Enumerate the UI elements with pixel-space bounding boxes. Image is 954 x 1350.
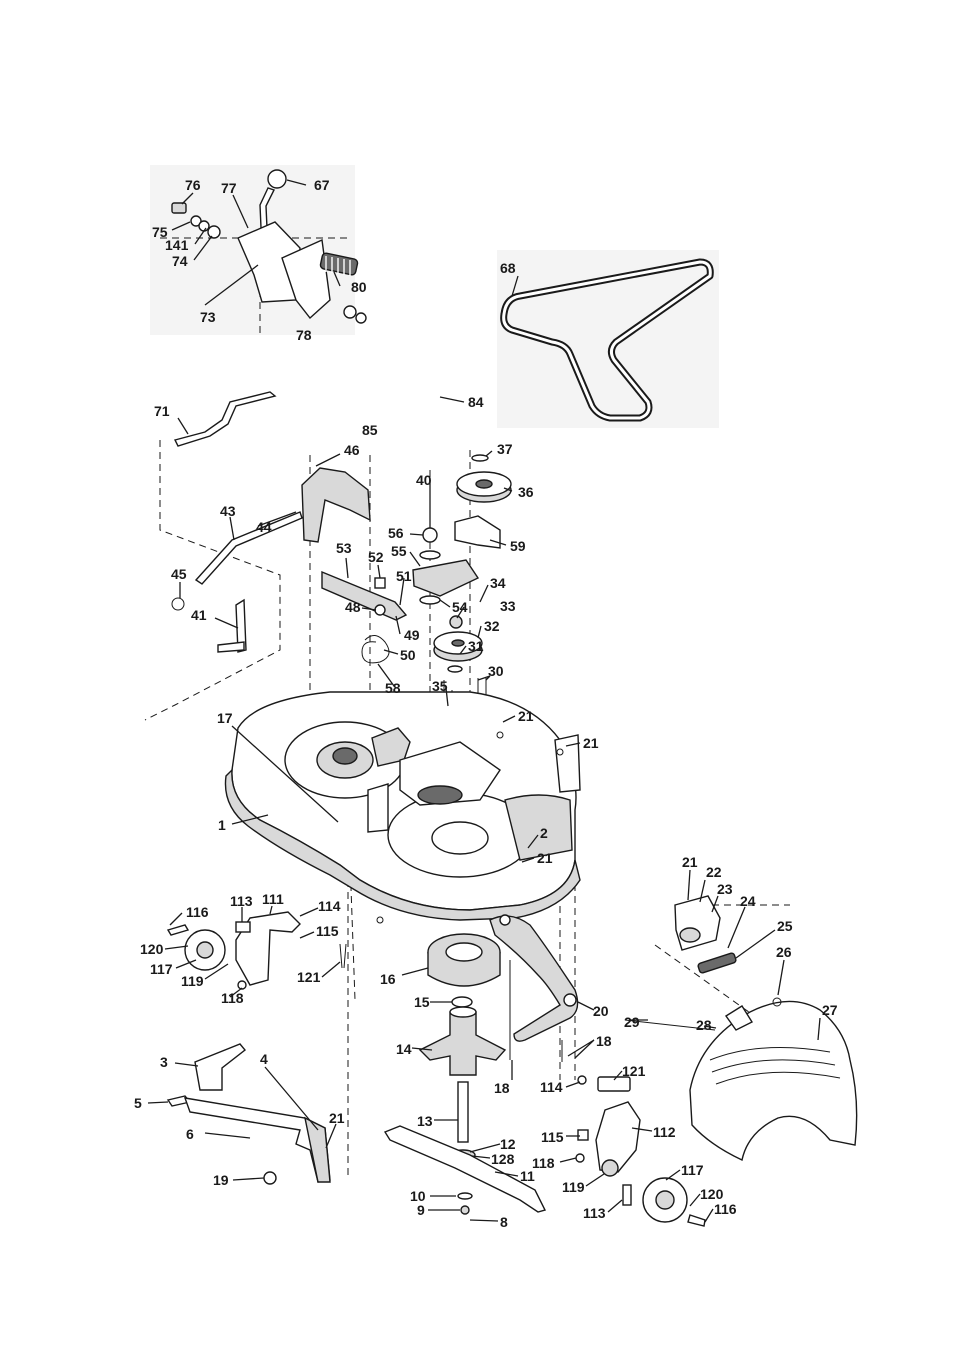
callout-113b: 113 bbox=[583, 1205, 606, 1221]
right-gauge-wheel bbox=[576, 1076, 705, 1226]
callout-6: 6 bbox=[186, 1126, 194, 1142]
callout-14: 14 bbox=[396, 1041, 412, 1057]
callout-117b: 117 bbox=[681, 1162, 704, 1178]
callout-23: 23 bbox=[717, 881, 733, 897]
callout-40: 40 bbox=[416, 472, 432, 488]
callout-128: 128 bbox=[491, 1151, 515, 1167]
callout-68: 68 bbox=[500, 260, 516, 276]
callout-26: 26 bbox=[776, 944, 792, 960]
callout-12: 12 bbox=[500, 1136, 516, 1152]
callout-45: 45 bbox=[171, 566, 187, 582]
callout-17: 17 bbox=[217, 710, 233, 726]
callout-54: 54 bbox=[452, 599, 468, 615]
callout-121a: 121 bbox=[297, 969, 321, 985]
callout-114a: 114 bbox=[318, 898, 341, 914]
callout-53: 53 bbox=[336, 540, 352, 556]
callout-121b: 121 bbox=[622, 1063, 646, 1079]
callout-16: 16 bbox=[380, 971, 396, 987]
callout-19: 19 bbox=[213, 1172, 229, 1188]
callout-49: 49 bbox=[404, 627, 420, 643]
callout-76: 76 bbox=[185, 177, 201, 193]
callout-46: 46 bbox=[344, 442, 360, 458]
callout-8: 8 bbox=[500, 1214, 508, 1230]
callout-28: 28 bbox=[696, 1017, 712, 1033]
callout-84: 84 bbox=[468, 394, 484, 410]
callout-1: 1 bbox=[218, 817, 226, 833]
callout-30: 30 bbox=[488, 663, 504, 679]
callout-21d: 21 bbox=[682, 854, 698, 870]
callout-13: 13 bbox=[417, 1113, 433, 1129]
callout-115b: 115 bbox=[541, 1129, 564, 1145]
callout-71: 71 bbox=[154, 403, 170, 419]
callout-21a: 21 bbox=[518, 708, 534, 724]
callout-112: 112 bbox=[653, 1124, 676, 1140]
callout-24: 24 bbox=[740, 893, 756, 909]
callout-116a: 116 bbox=[186, 904, 209, 920]
callout-2a: 2 bbox=[540, 825, 548, 841]
callout-120b: 120 bbox=[700, 1186, 724, 1202]
callout-18a: 18 bbox=[596, 1033, 612, 1049]
callout-114b: 114 bbox=[540, 1079, 563, 1095]
callout-115a: 115 bbox=[316, 923, 339, 939]
callout-77: 77 bbox=[221, 180, 237, 196]
callout-119b: 119 bbox=[562, 1179, 585, 1195]
callout-58: 58 bbox=[385, 680, 401, 696]
callout-21b: 21 bbox=[583, 735, 599, 751]
callout-3: 3 bbox=[160, 1054, 168, 1070]
callout-59: 59 bbox=[510, 538, 526, 554]
callout-15: 15 bbox=[414, 994, 430, 1010]
callout-22: 22 bbox=[706, 864, 722, 880]
callout-111: 111 bbox=[262, 891, 284, 907]
callout-113a: 113 bbox=[230, 893, 253, 909]
discharge-chute bbox=[625, 896, 857, 1160]
callout-51: 51 bbox=[396, 568, 412, 584]
callout-55: 55 bbox=[391, 543, 407, 559]
callout-37: 37 bbox=[497, 441, 513, 457]
callout-31: 31 bbox=[468, 638, 484, 654]
callout-25: 25 bbox=[777, 918, 793, 934]
callout-73: 73 bbox=[200, 309, 216, 325]
callout-85: 85 bbox=[362, 422, 378, 438]
callout-18b: 18 bbox=[494, 1080, 510, 1096]
callout-116b: 116 bbox=[714, 1201, 737, 1217]
callout-48: 48 bbox=[345, 599, 361, 615]
callout-117a: 117 bbox=[150, 961, 173, 977]
callout-41: 41 bbox=[191, 607, 207, 623]
callout-118b: 118 bbox=[532, 1155, 555, 1171]
callout-80: 80 bbox=[351, 279, 367, 295]
callout-35: 35 bbox=[432, 678, 448, 694]
callout-11: 11 bbox=[520, 1168, 535, 1184]
callout-5: 5 bbox=[134, 1095, 142, 1111]
callout-67: 67 bbox=[314, 177, 330, 193]
callout-43: 43 bbox=[220, 503, 236, 519]
callout-78: 78 bbox=[296, 327, 312, 343]
callout-120a: 120 bbox=[140, 941, 164, 957]
callout-33: 33 bbox=[500, 598, 516, 614]
callout-36: 36 bbox=[518, 484, 534, 500]
callout-9: 9 bbox=[417, 1202, 425, 1218]
callout-118a: 118 bbox=[221, 990, 244, 1006]
callout-52: 52 bbox=[368, 549, 384, 565]
callout-4: 4 bbox=[260, 1051, 268, 1067]
callout-27: 27 bbox=[822, 1002, 838, 1018]
callout-50: 50 bbox=[400, 647, 416, 663]
callout-21c: 21 bbox=[537, 850, 553, 866]
callout-74: 74 bbox=[172, 253, 188, 269]
callout-141: 141 bbox=[165, 237, 189, 253]
callout-20: 20 bbox=[593, 1003, 609, 1019]
mower-belt bbox=[497, 250, 719, 428]
callout-44: 44 bbox=[256, 519, 272, 535]
callout-29: 29 bbox=[624, 1014, 640, 1030]
callout-32: 32 bbox=[484, 618, 500, 634]
callout-119a: 119 bbox=[181, 973, 204, 989]
callout-34: 34 bbox=[490, 575, 506, 591]
callout-56: 56 bbox=[388, 525, 404, 541]
callout-21e: 21 bbox=[329, 1110, 345, 1126]
